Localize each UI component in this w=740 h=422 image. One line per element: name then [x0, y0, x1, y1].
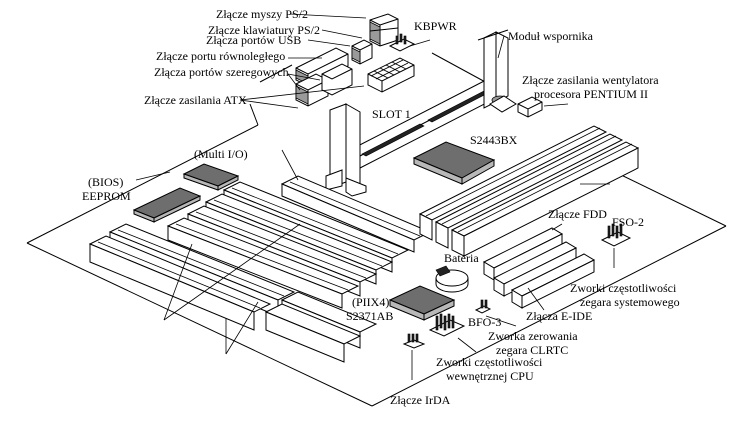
label-irda: Złącze IrDA	[390, 393, 451, 407]
retention-bracket	[325, 29, 517, 197]
fdd-connector	[482, 227, 564, 281]
dimm-slot	[450, 141, 640, 257]
label-sysclk-2: zegara systemowego	[580, 295, 680, 309]
label-serial: Złącza portów szeregowych	[154, 65, 289, 79]
label-atx: Złącze zasilania ATX	[144, 93, 247, 107]
usb-connectors	[351, 39, 373, 65]
fso2-jumpers	[600, 223, 632, 247]
ide-connector-primary	[492, 241, 578, 297]
label-parallel: Złącze portu równoległego	[156, 49, 285, 63]
battery	[435, 265, 469, 293]
label-clrtc-1: Zworka zerowania	[488, 329, 578, 343]
label-eide: Złącza E-IDE	[526, 309, 592, 323]
dimm-slot	[418, 125, 608, 241]
dimm-slots	[418, 125, 640, 257]
label-slot1: SLOT 1	[372, 107, 411, 121]
label-cpu-1: Zworki częstotliwości	[436, 355, 543, 369]
bfo3-jumpers	[428, 313, 466, 337]
label-bios-2: EEPROM	[82, 189, 131, 203]
irda-connector	[402, 333, 426, 349]
label-clrtc-2: zegara CLRTC	[496, 343, 568, 357]
label-cpu-2: wewnętrznej CPU	[446, 369, 534, 383]
label-fan-2: procesora PENTIUM II	[534, 87, 648, 101]
serial-ports	[295, 63, 353, 107]
kbpwr-jumper	[388, 33, 416, 52]
label-bios-1: (BIOS)	[88, 175, 123, 189]
leader-lines	[135, 13, 615, 380]
southbridge-chip	[388, 285, 456, 321]
pci-slot	[166, 217, 360, 309]
label-multiio: (Multi I/O)	[194, 147, 248, 161]
slot1-connector	[348, 77, 502, 169]
label-piix-1: (PIIX4)	[352, 295, 389, 309]
isa-slot	[264, 303, 362, 363]
expansion-slots	[88, 175, 432, 363]
atx-power-connector	[367, 57, 415, 93]
ide-connector-secondary	[510, 253, 596, 309]
isa-slot	[88, 235, 272, 331]
label-piix-2: S2371AB	[346, 309, 393, 323]
label-mouse: Złącze myszy PS/2	[216, 7, 308, 21]
ps2-connectors	[369, 13, 399, 47]
label-battery: Bateria	[444, 251, 479, 265]
label-fdd: Złącze FDD	[548, 207, 607, 221]
bios-eeprom-chip	[132, 187, 202, 223]
clrtc-jumper	[474, 299, 492, 314]
dimm-slot	[434, 133, 624, 249]
northbridge-chip	[412, 141, 496, 185]
multi-io-chip	[182, 163, 240, 191]
label-keyboard: Złącze klawiatury PS/2	[208, 23, 320, 37]
motherboard-outline	[26, 52, 727, 407]
label-kbpwr: KBPWR	[414, 19, 457, 33]
label-northbridge: S2443BX	[470, 133, 518, 147]
label-fso2: FSO-2	[612, 215, 644, 229]
label-bracket: Moduł wspornika	[508, 29, 594, 43]
label-usb: Złącza portów USB	[206, 33, 301, 47]
label-fan-1: Złącze zasilania wentylatora	[522, 73, 659, 87]
label-bfo3: BFO-3	[468, 315, 501, 329]
label-sysclk-1: Zworki częstotliwości	[570, 281, 677, 295]
cpu-fan-connector	[517, 96, 543, 118]
